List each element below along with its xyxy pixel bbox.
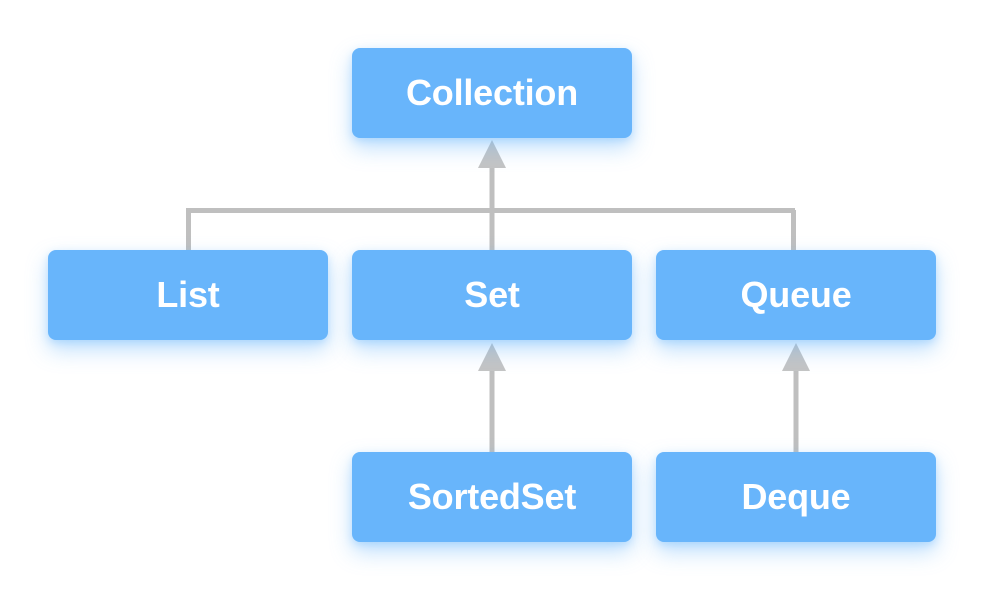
node-collection-label: Collection: [405, 72, 578, 113]
arrowhead-into-collection: [478, 140, 506, 168]
edge-deque-to-queue: [782, 343, 810, 453]
node-set-label: Set: [464, 274, 520, 315]
node-list[interactable]: List: [48, 250, 328, 340]
node-deque-label: Deque: [741, 476, 851, 517]
node-list-label: List: [156, 274, 220, 315]
edge-sortedset-to-set: [478, 343, 506, 453]
node-sortedset[interactable]: SortedSet: [352, 452, 632, 542]
node-collection[interactable]: Collection: [352, 48, 632, 138]
arrowhead-into-set: [478, 343, 506, 371]
node-sortedset-label: SortedSet: [407, 476, 577, 517]
node-queue[interactable]: Queue: [656, 250, 936, 340]
node-queue-label: Queue: [740, 274, 852, 315]
node-set[interactable]: Set: [352, 250, 632, 340]
arrowhead-into-queue: [782, 343, 810, 371]
node-deque[interactable]: Deque: [656, 452, 936, 542]
edge-subtype-bus: [186, 208, 796, 251]
edge-set-to-collection: [478, 140, 506, 251]
